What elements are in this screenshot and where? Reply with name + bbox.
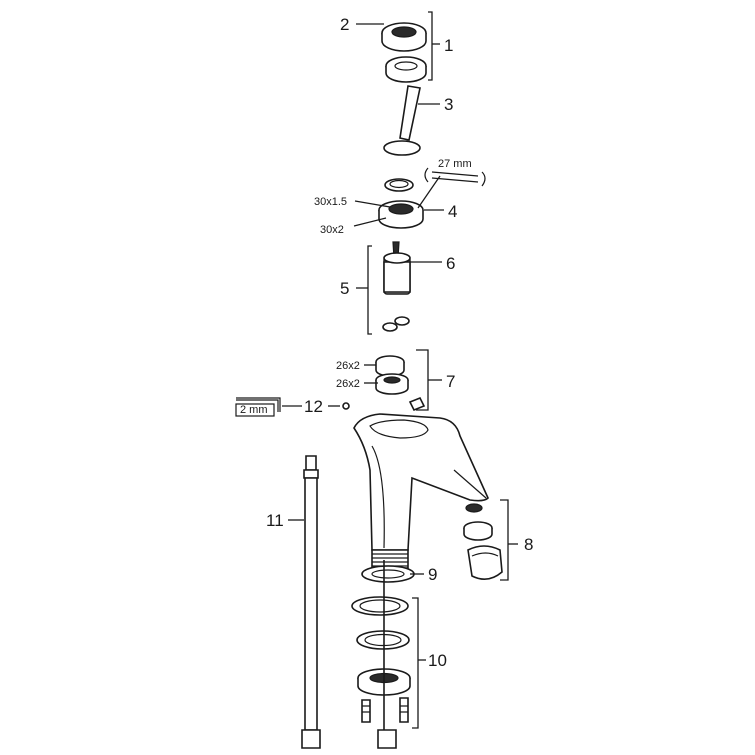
base-gasket bbox=[361, 565, 415, 583]
callout-5: 5 bbox=[340, 279, 349, 298]
hex-key-icon bbox=[235, 397, 281, 417]
wrench-size-label: 27 mm bbox=[438, 158, 472, 170]
callout-8: 8 bbox=[524, 535, 533, 554]
faucet-shank bbox=[371, 549, 409, 569]
callout-9: 9 bbox=[428, 565, 437, 584]
callout-4: 4 bbox=[448, 202, 457, 221]
thread-label-26x2-upper: 26x2 bbox=[336, 360, 360, 372]
callout-12: 12 bbox=[304, 397, 323, 416]
callout-6: 6 bbox=[446, 254, 455, 273]
wrench-icon bbox=[424, 167, 486, 187]
aerator-seal bbox=[465, 503, 483, 513]
grub-screw bbox=[342, 402, 350, 410]
cartridge-seals bbox=[382, 316, 410, 332]
adapter-upper bbox=[375, 355, 405, 377]
lever-handle bbox=[383, 85, 421, 156]
mounting-bolts bbox=[361, 697, 409, 723]
callout-2: 2 bbox=[340, 15, 349, 34]
cartridge bbox=[383, 241, 411, 295]
callout-10: 10 bbox=[428, 651, 447, 670]
thread-label-30x1-5: 30x1.5 bbox=[314, 196, 347, 208]
callout-11: 11 bbox=[266, 511, 284, 530]
thread-label-26x2-lower: 26x2 bbox=[336, 378, 360, 390]
threaded-nut bbox=[378, 200, 424, 229]
supply-hose bbox=[301, 455, 321, 749]
hex-key-size-label: 2 mm bbox=[240, 404, 268, 416]
cap-ring-upper bbox=[381, 22, 427, 52]
mounting-ring-1 bbox=[351, 596, 409, 616]
small-clip bbox=[408, 396, 426, 412]
aerator-housing bbox=[467, 545, 503, 580]
callout-1: 1 bbox=[444, 36, 453, 55]
callout-3: 3 bbox=[444, 95, 453, 114]
cap-ring-lower bbox=[385, 56, 427, 83]
aerator-insert bbox=[463, 521, 493, 541]
faucet-body bbox=[353, 413, 489, 551]
adapter-lower bbox=[375, 373, 409, 395]
retaining-ring bbox=[384, 178, 414, 192]
hose-center bbox=[377, 560, 397, 749]
callout-7: 7 bbox=[446, 372, 455, 391]
leader-lines bbox=[282, 11, 518, 729]
thread-label-30x2: 30x2 bbox=[320, 224, 344, 236]
mounting-ring-2 bbox=[356, 630, 410, 650]
